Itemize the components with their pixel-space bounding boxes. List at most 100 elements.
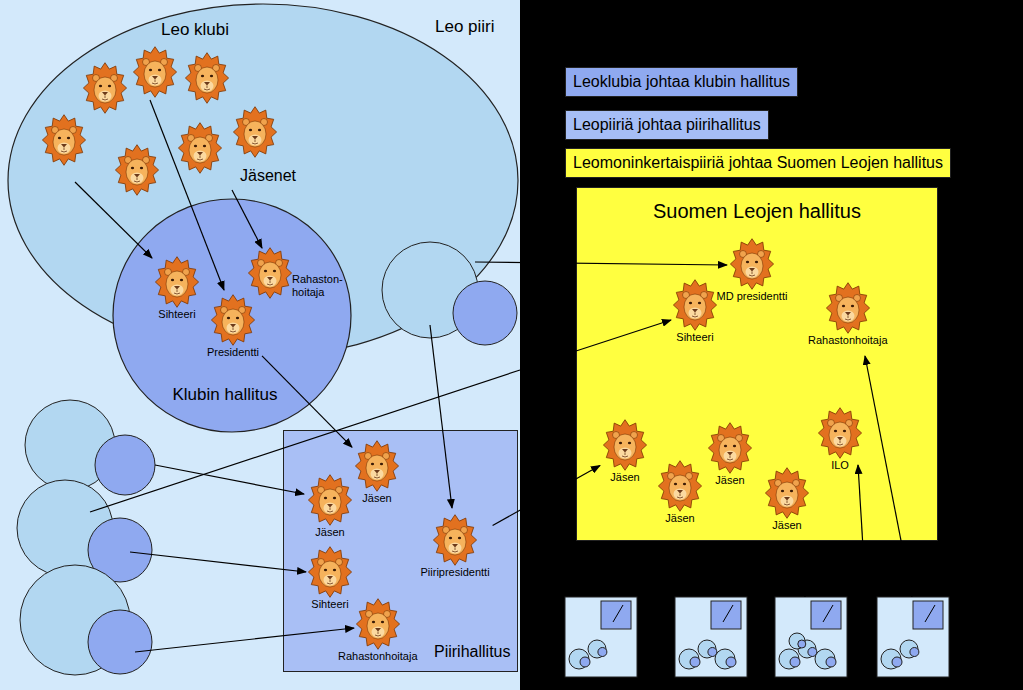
group-heading: Leo piiri [435, 17, 495, 37]
legend-swatch: Leoklubia johtaa klubin hallitus [565, 67, 798, 97]
lion-icon [730, 238, 774, 290]
lion-icon [826, 282, 870, 334]
officer-lion: Rahaston- hoitaja [248, 247, 347, 299]
drawn-line [823, 605, 833, 622]
officer-lion: Sihteeri [155, 256, 199, 321]
drawn-rect [877, 597, 949, 677]
legend-swatch: Leomoninkertaispiiriä johtaa Suomen Leoj… [565, 148, 951, 178]
drawn-circle [698, 640, 716, 658]
drawn-path [61, 144, 67, 148]
drawn-ellipse [131, 173, 144, 184]
role-label: Rahaston- hoitaja [292, 273, 347, 299]
drawn-path [102, 92, 108, 96]
lion-icon [308, 546, 352, 598]
drawn-ellipse [58, 143, 71, 154]
drawn-path [134, 174, 140, 178]
drawn-ellipse [149, 69, 152, 71]
drawn-ellipse [131, 167, 134, 169]
group-shape [283, 430, 518, 672]
lion-icon [355, 440, 399, 492]
drawn-circle [715, 649, 735, 669]
officer-lion: Sihteeri [308, 546, 352, 611]
drawn-ellipse [149, 75, 162, 86]
drawn-circle [779, 649, 799, 669]
drawn-ellipse [244, 121, 266, 147]
district-icon [775, 597, 847, 677]
legend-text: Leopiiriä johtaa piirihallitus [573, 116, 761, 133]
officer-lion: Presidentti [207, 294, 259, 359]
officer-lion: Jäsen [603, 419, 647, 484]
drawn-circle [598, 648, 607, 657]
drawn-ellipse [58, 137, 61, 139]
drawn-ellipse [144, 61, 166, 87]
lion-icon [356, 598, 400, 650]
drawn-line [613, 605, 623, 622]
drawn-circle [798, 640, 806, 648]
drawn-ellipse [108, 85, 111, 87]
drawn-rect [711, 601, 741, 629]
group-heading: Leo klubi [161, 20, 229, 40]
role-label: Jäsen [715, 474, 744, 487]
district-icon [675, 597, 747, 677]
role-label: Jäsen [315, 526, 344, 539]
drawn-ellipse [53, 129, 75, 155]
drawn-circle [881, 649, 901, 669]
officer-lion: ILO [818, 407, 862, 472]
legend-swatch: Leopiiriä johtaa piirihallitus [565, 110, 769, 140]
role-label: ILO [831, 459, 849, 472]
role-label: Sihteeri [311, 598, 348, 611]
officer-lion: Jäsen [658, 460, 702, 525]
lion-icon [248, 247, 292, 299]
drawn-rect [565, 597, 637, 677]
drawn-path [252, 140, 258, 145]
drawn-circle [900, 640, 918, 658]
drawn-circle [726, 657, 736, 667]
drawn-circle [588, 640, 606, 658]
lion-icon [673, 279, 717, 331]
officer-lion: Rahastonhoitaja [338, 598, 418, 663]
drawn-ellipse [189, 137, 211, 163]
drawn-circle [798, 640, 816, 658]
drawn-circle [580, 657, 590, 667]
drawn-ellipse [67, 137, 70, 139]
lion-icon [708, 422, 752, 474]
lion-icon [765, 467, 809, 519]
drawn-ellipse [94, 77, 116, 103]
group-heading: Suomen Leojen hallitus [653, 200, 861, 223]
group-circle: Klubin hallitusSihteeriRahaston- hoitaja… [112, 198, 352, 433]
drawn-circle [826, 657, 836, 667]
group-heading: Piirihallitus [434, 643, 510, 661]
drawn-path [102, 96, 108, 101]
role-label: Jäsen [610, 471, 639, 484]
drawn-ellipse [249, 135, 262, 146]
lion-icon [308, 474, 352, 526]
role-label: Piiripresidentti [421, 566, 490, 579]
drawn-ellipse [158, 69, 161, 71]
district-icons [565, 597, 949, 677]
group-heading: Jäsenet [240, 167, 296, 185]
drawn-ellipse [194, 145, 197, 147]
legend-text: Leoklubia johtaa klubin hallitus [573, 73, 790, 90]
district-icon [565, 597, 637, 677]
drawn-line [925, 605, 935, 622]
drawn-circle [453, 281, 517, 345]
role-label: Jäsen [362, 492, 391, 505]
drawn-path [197, 152, 203, 156]
drawn-ellipse [99, 91, 112, 102]
drawn-ellipse [140, 167, 143, 169]
role-label: Rahastonhoitaja [338, 650, 418, 663]
legend-text: Leomoninkertaispiiriä johtaa Suomen Leoj… [573, 154, 943, 171]
officer-lion: Rahastonhoitaja [808, 282, 888, 347]
role-label: Jäsen [772, 519, 801, 532]
role-label: MD presidentti [717, 290, 788, 303]
drawn-circle [815, 649, 835, 669]
lion-icon [603, 419, 647, 471]
role-label: Sihteeri [158, 308, 195, 321]
drawn-line [800, 545, 805, 597]
officer-lion: MD presidentti [717, 238, 788, 303]
drawn-circle [569, 649, 589, 669]
drawn-ellipse [249, 129, 252, 131]
drawn-ellipse [210, 75, 213, 77]
drawn-line [660, 545, 664, 597]
